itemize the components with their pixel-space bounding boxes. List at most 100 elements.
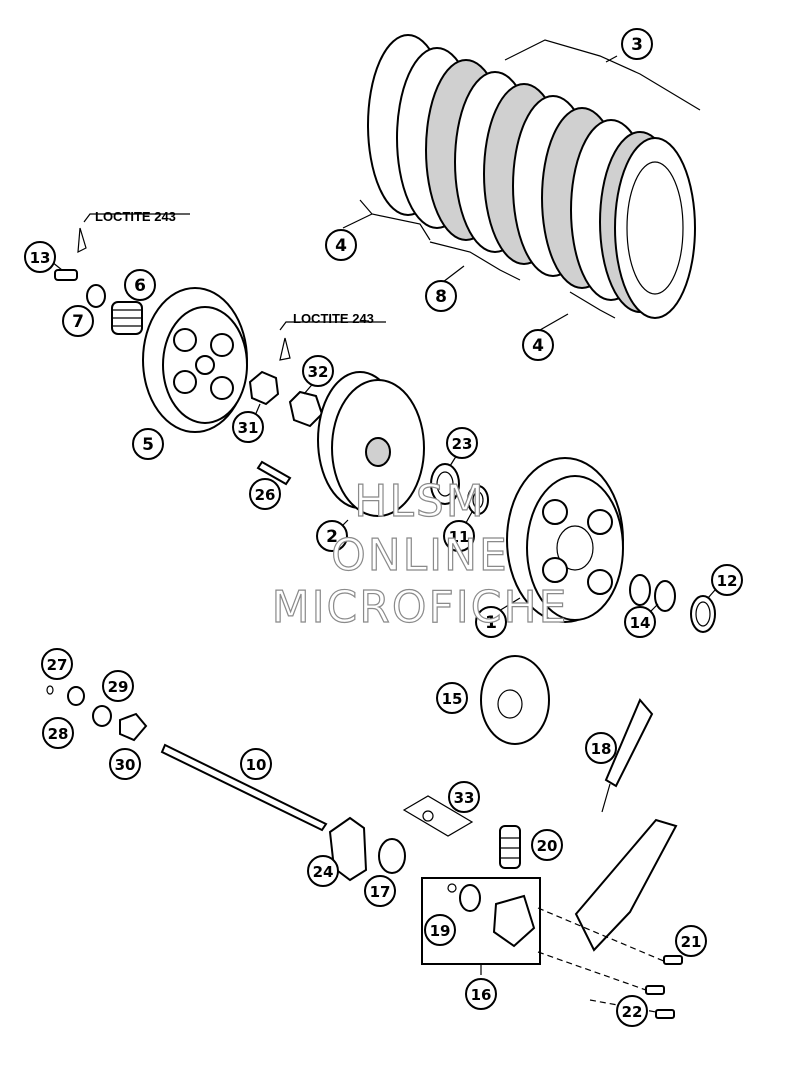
watermark-line3: MICROFICHE bbox=[272, 582, 569, 633]
slave-bracket-bolts bbox=[537, 818, 683, 1019]
callout-1: 1 bbox=[475, 606, 507, 638]
callout-3: 3 bbox=[621, 28, 653, 60]
watermark: HLSM ONLINE MICROFICHE bbox=[271, 475, 569, 633]
callout-label: 6 bbox=[134, 276, 146, 296]
callout-label: 30 bbox=[115, 756, 136, 774]
callout-16: 16 bbox=[465, 978, 497, 1010]
callout-circle bbox=[475, 606, 507, 638]
callout-circle bbox=[232, 411, 264, 443]
push-rod-group bbox=[46, 685, 328, 832]
callout-circle bbox=[675, 925, 707, 957]
callout-circle bbox=[102, 670, 134, 702]
callout-circle bbox=[624, 606, 656, 638]
callout-label: 7 bbox=[72, 312, 84, 332]
callout-circle bbox=[316, 520, 348, 552]
callout-label: 13 bbox=[30, 249, 51, 267]
callout-label: 3 bbox=[631, 35, 643, 55]
callout-label: 5 bbox=[142, 435, 154, 455]
callout-circle bbox=[585, 732, 617, 764]
callout-label: 11 bbox=[449, 528, 470, 546]
callout-19: 19 bbox=[424, 914, 456, 946]
callout-label: 10 bbox=[246, 756, 267, 774]
callout-14: 14 bbox=[624, 606, 656, 638]
callout-12: 12 bbox=[711, 564, 743, 596]
callout-7: 7 bbox=[62, 305, 94, 337]
callout-4: 4 bbox=[522, 329, 554, 361]
callout-22: 22 bbox=[616, 995, 648, 1027]
callout-10: 10 bbox=[240, 748, 272, 780]
callout-label: 17 bbox=[370, 883, 391, 901]
thrust-washer-bushing bbox=[430, 463, 489, 515]
callout-circle bbox=[249, 478, 281, 510]
callout-label: 16 bbox=[471, 986, 492, 1004]
callout-label: 33 bbox=[454, 789, 475, 807]
callout-circle bbox=[711, 564, 743, 596]
pressure-plate bbox=[142, 287, 248, 433]
loctite-label-lower: LOCTITE 243 bbox=[293, 311, 374, 326]
inner-clutch-hub bbox=[317, 371, 425, 517]
callout-circle bbox=[24, 241, 56, 273]
pump-gear-grease-gun bbox=[480, 655, 654, 813]
callout-26: 26 bbox=[249, 478, 281, 510]
callout-11: 11 bbox=[443, 520, 475, 552]
callout-33: 33 bbox=[448, 781, 480, 813]
part-callouts: 1234456781011121314151617181920212223242… bbox=[24, 28, 743, 1027]
callout-circle bbox=[42, 717, 74, 749]
callout-label: 23 bbox=[452, 435, 473, 453]
callout-circle bbox=[448, 781, 480, 813]
callout-circle bbox=[446, 427, 478, 459]
callout-30: 30 bbox=[109, 748, 141, 780]
callout-5: 5 bbox=[132, 428, 164, 460]
callout-circle bbox=[425, 280, 457, 312]
callout-13: 13 bbox=[24, 241, 56, 273]
bushings-shim bbox=[629, 574, 716, 633]
callout-label: 28 bbox=[48, 725, 69, 743]
callout-label: 12 bbox=[717, 572, 738, 590]
callout-label: 2 bbox=[326, 527, 338, 547]
callout-circle bbox=[302, 355, 334, 387]
callout-circle bbox=[424, 914, 456, 946]
gasket-cover-parts bbox=[328, 795, 541, 975]
callout-circle bbox=[465, 978, 497, 1010]
callout-circle bbox=[240, 748, 272, 780]
clutch-plate-stack bbox=[359, 34, 701, 319]
callout-circle bbox=[364, 875, 396, 907]
callout-label: 18 bbox=[591, 740, 612, 758]
callout-18: 18 bbox=[585, 732, 617, 764]
loctite-label-upper: LOCTITE 243 bbox=[95, 209, 176, 224]
callout-27: 27 bbox=[41, 648, 73, 680]
callout-4: 4 bbox=[325, 229, 357, 261]
callout-label: 8 bbox=[435, 287, 447, 307]
callout-circle bbox=[325, 229, 357, 261]
callout-label: 20 bbox=[537, 837, 558, 855]
callout-label: 26 bbox=[255, 486, 276, 504]
callout-label: 31 bbox=[238, 419, 259, 437]
callout-32: 32 bbox=[302, 355, 334, 387]
callout-23: 23 bbox=[446, 427, 478, 459]
callout-label: 19 bbox=[430, 922, 451, 940]
callout-label: 24 bbox=[313, 863, 334, 881]
callout-label: 1 bbox=[485, 613, 497, 633]
clutch-basket bbox=[506, 457, 624, 623]
callout-label: 27 bbox=[47, 656, 68, 674]
callout-6: 6 bbox=[124, 269, 156, 301]
callout-circle bbox=[443, 520, 475, 552]
callout-circle bbox=[307, 855, 339, 887]
callout-circle bbox=[621, 28, 653, 60]
callout-label: 14 bbox=[630, 614, 651, 632]
callout-circle bbox=[41, 648, 73, 680]
callout-29: 29 bbox=[102, 670, 134, 702]
callout-label: 15 bbox=[442, 690, 463, 708]
callout-circle bbox=[522, 329, 554, 361]
callout-15: 15 bbox=[436, 682, 468, 714]
callout-label: 29 bbox=[108, 678, 129, 696]
callout-circle bbox=[62, 305, 94, 337]
callout-20: 20 bbox=[531, 829, 563, 861]
callout-21: 21 bbox=[675, 925, 707, 957]
callout-8: 8 bbox=[425, 280, 457, 312]
watermark-line2: ONLINE bbox=[331, 530, 509, 581]
callout-2: 2 bbox=[316, 520, 348, 552]
callout-24: 24 bbox=[307, 855, 339, 887]
